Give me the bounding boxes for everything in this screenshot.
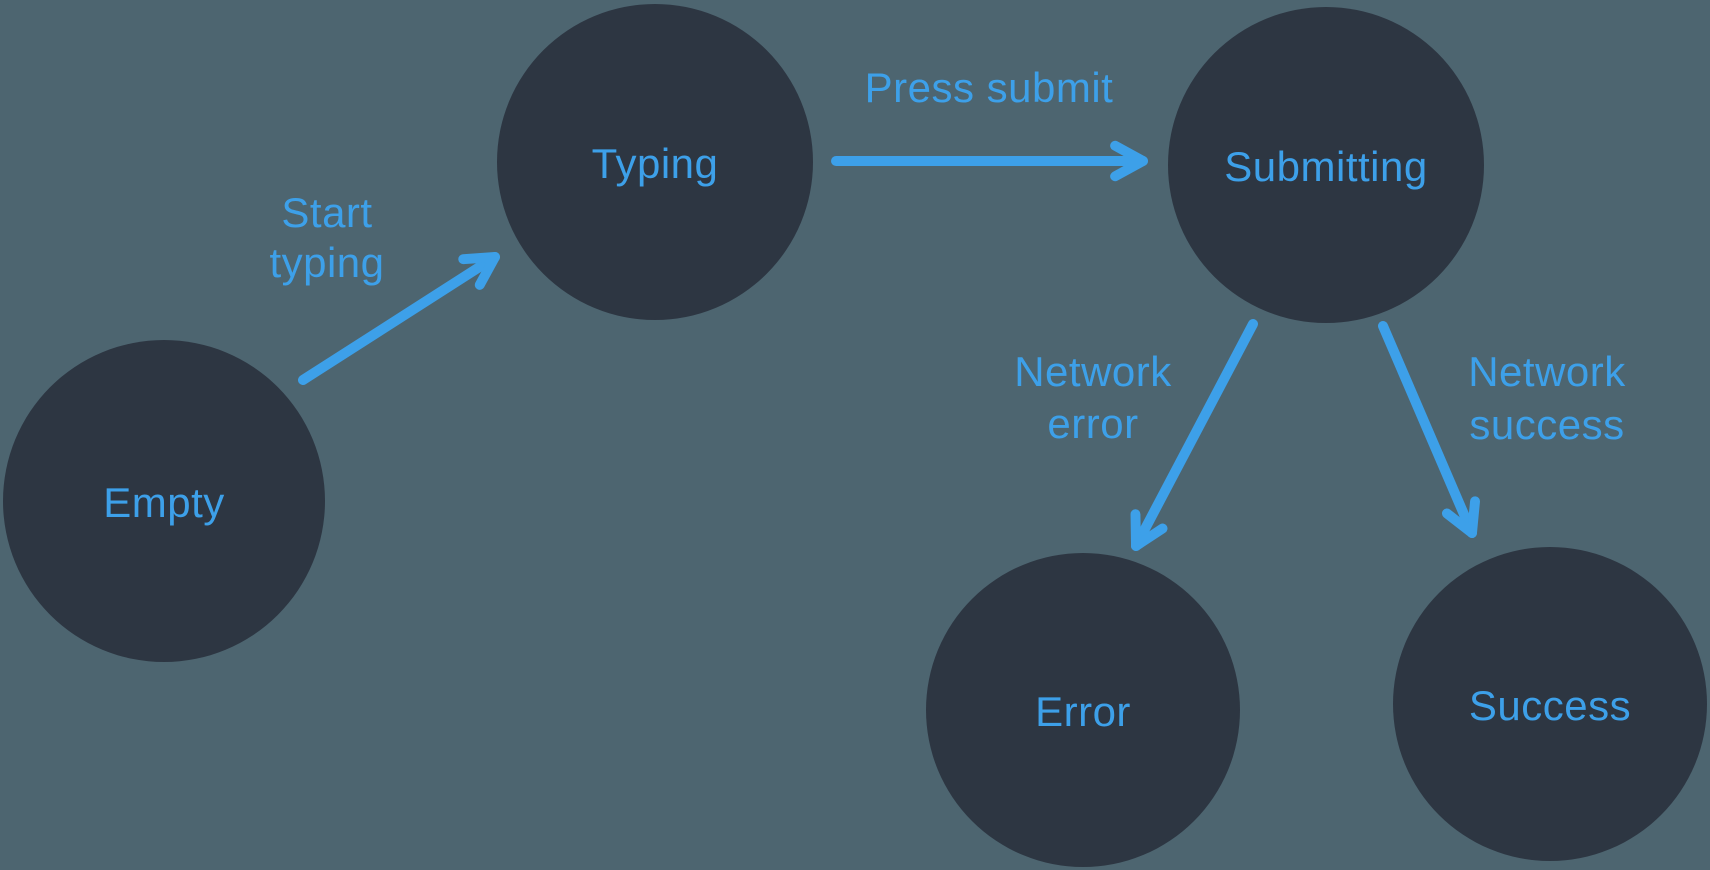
state-node-error: Error [926,553,1240,867]
arrow-network-error [1130,319,1258,551]
state-node-success: Success [1393,547,1707,861]
edge-label-network-success-line1: Network [1468,348,1626,395]
state-circle-empty [3,340,325,662]
state-circle-error [926,553,1240,867]
edge-label-start-typing-line2: typing [269,239,384,286]
state-label-typing: Typing [592,140,719,187]
edge-label-network-error-line2: error [1047,400,1138,447]
state-node-submitting: Submitting [1168,7,1484,323]
state-label-success: Success [1469,682,1631,729]
state-label-submitting: Submitting [1224,143,1427,190]
edge-label-network-error-line1: Network [1014,348,1172,395]
edge-submitting-to-success: Network success [1378,321,1626,538]
arrow-start-typing [298,252,500,385]
state-label-empty: Empty [103,479,225,526]
edge-empty-to-typing: Start typing [269,189,500,385]
edge-submitting-to-error: Network error [1014,319,1258,551]
state-circle-submitting [1168,7,1484,323]
edge-typing-to-submitting: Press submit [831,64,1148,182]
state-node-empty: Empty [3,340,325,662]
edge-label-press-submit: Press submit [865,64,1114,111]
edge-label-network-success-line2: success [1469,401,1624,448]
state-label-error: Error [1035,688,1131,735]
state-circle-typing [497,4,813,320]
arrow-network-success [1378,321,1480,538]
state-node-typing: Typing [497,4,813,320]
edge-label-start-typing-line1: Start [281,189,372,236]
state-circle-success [1393,547,1707,861]
